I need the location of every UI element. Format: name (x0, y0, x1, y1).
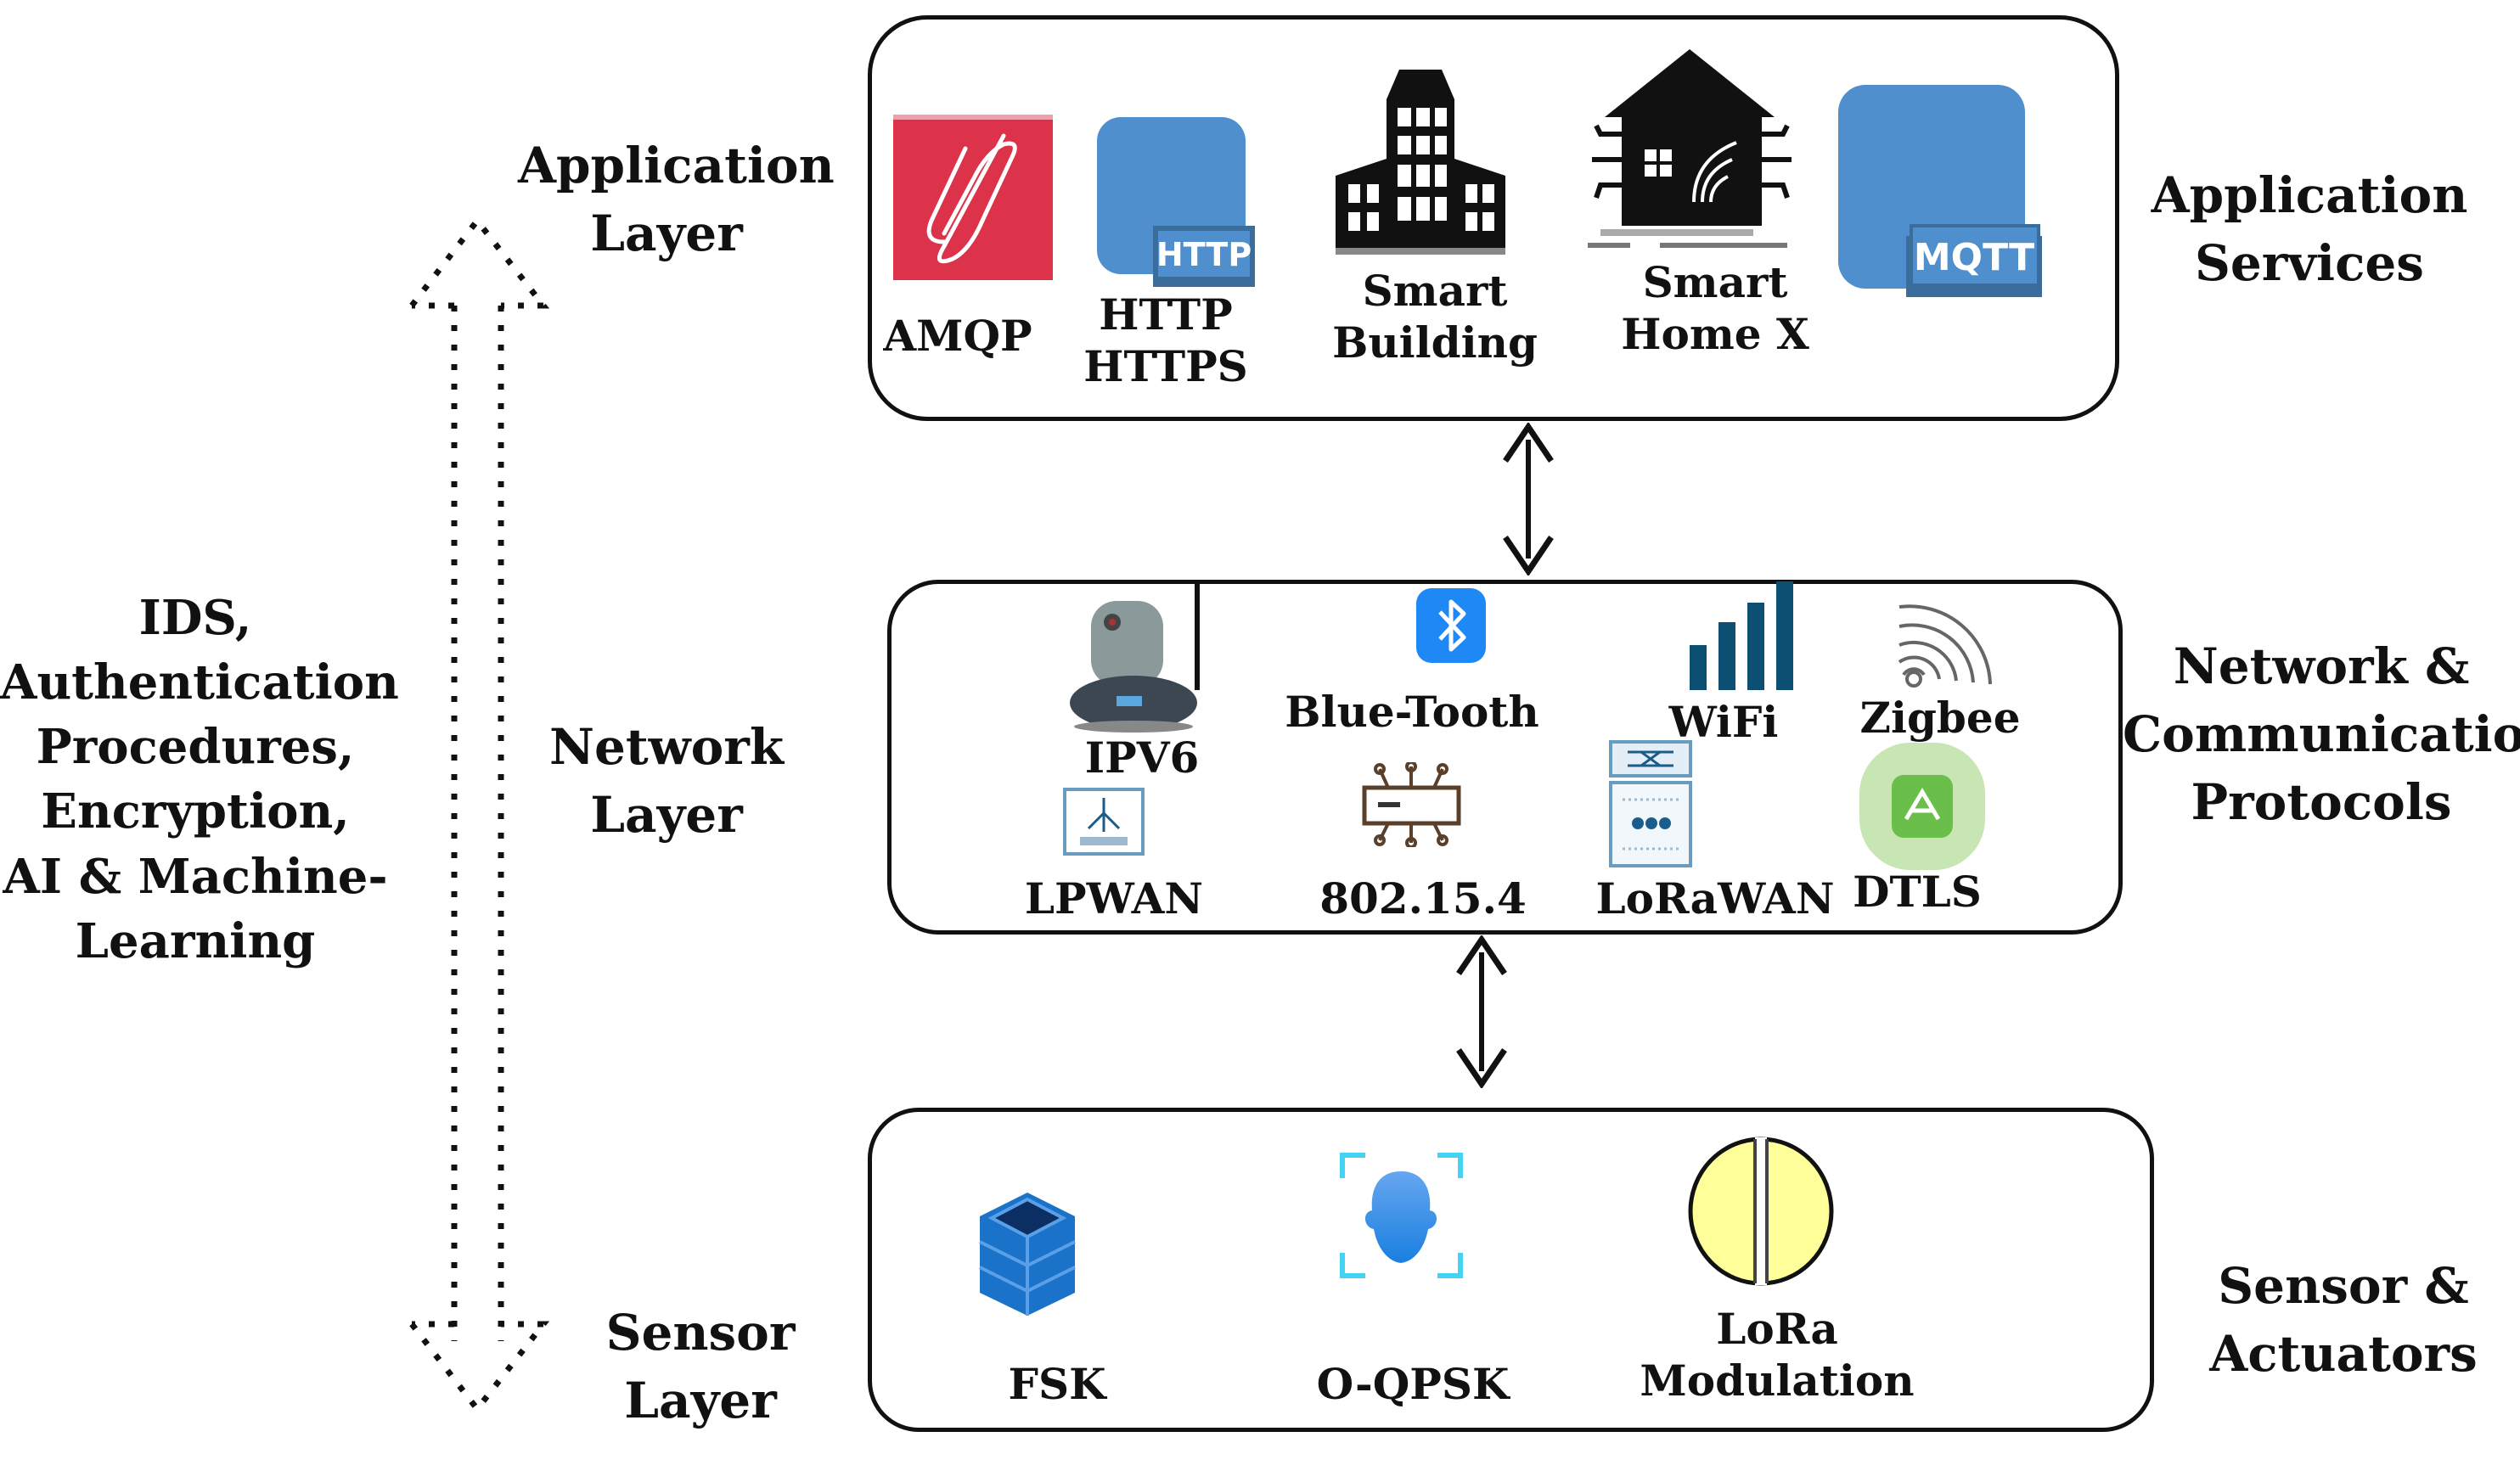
amqp-icon (893, 115, 1053, 280)
right-label-line: Services (2195, 234, 2424, 293)
security-line: Procedures, (36, 719, 355, 776)
oqpsk-label: O-QPSK (1317, 1358, 1510, 1410)
security-measures-label: IDS, Authentication Procedures, Encrypti… (0, 586, 399, 974)
mqtt-icon: MQTT (1838, 85, 2042, 297)
fsk-label: FSK (1008, 1358, 1105, 1410)
chip-icon (1362, 762, 1461, 847)
layer-label-line: Layer (590, 786, 743, 845)
right-label-line: Protocols (2191, 773, 2452, 832)
right-label-line: Sensor & (2218, 1257, 2469, 1315)
right-label-line: Application (2151, 166, 2468, 224)
ip-camera-icon (1070, 584, 1200, 733)
lora-modulation-icon (1688, 1137, 1834, 1286)
amqp-label: AMQP (883, 310, 1032, 362)
lorawan-label: LoRaWAN (1595, 873, 1835, 923)
http-icon: HTTP (1097, 117, 1255, 287)
application-services-label: Application Services (2131, 161, 2488, 297)
smart-home-label: Smart Home X (1621, 256, 1809, 360)
sensor-layer-label: Sensor Layer (577, 1299, 824, 1434)
layer-label-line: Sensor (605, 1304, 796, 1361)
right-label-line: Communication (2123, 705, 2520, 764)
bidirectional-arrow-icon (1503, 423, 1554, 575)
zigbee-signal-icon (1898, 604, 1992, 688)
right-label-line: Network & (2173, 637, 2470, 695)
security-line: IDS, (138, 590, 252, 646)
802-15-4-label: 802.15.4 (1319, 873, 1527, 923)
http-label: HTTP HTTPS (1083, 289, 1248, 392)
bluetooth-label: Blue-Tooth (1285, 687, 1539, 737)
item-label-line: HTTP (1099, 289, 1233, 340)
network-layer-label: Network Layer (518, 713, 815, 849)
security-line: Encryption, (41, 783, 350, 840)
dtls-label: DTLS (1853, 867, 1982, 917)
sensor-actuators-label: Sensor & Actuators (2174, 1252, 2513, 1388)
lpwan-icon (1063, 788, 1145, 856)
bluetooth-icon (1416, 588, 1486, 663)
item-label-line: LoRa (1716, 1304, 1838, 1354)
smart-building-label: Smart Building (1332, 265, 1538, 368)
dotted-double-arrow-icon (409, 216, 550, 1414)
ipv6-label: IPV6 (1084, 733, 1200, 783)
security-line: AI & Machine- (3, 848, 388, 905)
item-label-line: Smart (1362, 266, 1508, 316)
network-protocols-label: Network & Communication Protocols (2123, 632, 2520, 836)
application-layer-label: Application Layer (518, 132, 835, 267)
fsk-cube-stack-icon (979, 1193, 1076, 1316)
item-label-line: O-QPSK (1316, 1359, 1510, 1409)
layer-label-line: Layer (590, 205, 743, 263)
item-label-line: Modulation (1640, 1356, 1915, 1406)
smart-home-icon (1588, 49, 1792, 248)
item-label-line: Building (1332, 317, 1538, 368)
lora-modulation-label: LoRa Modulation (1640, 1303, 1914, 1406)
item-label-line: AMQP (883, 311, 1032, 361)
sensor-layer-box (868, 1108, 2154, 1432)
security-line: Learning (75, 912, 316, 969)
smart-building-icon (1336, 70, 1505, 255)
item-label-line: Home X (1621, 309, 1809, 359)
lpwan-label: LPWAN (1024, 873, 1204, 923)
oqpsk-face-scan-icon (1340, 1153, 1463, 1278)
layer-label-line: Network (548, 718, 785, 776)
http-badge-text: HTTP (1156, 236, 1252, 273)
mqtt-badge-text: MQTT (1914, 236, 2034, 279)
item-label-line: FSK (1008, 1359, 1106, 1409)
zigbee-label: Zigbee (1859, 693, 2021, 743)
right-label-line: Actuators (2209, 1325, 2478, 1384)
lorawan-icon (1609, 740, 1692, 867)
item-label-line: HTTPS (1083, 341, 1248, 391)
bidirectional-arrow-icon (1456, 935, 1507, 1088)
dtls-icon (1859, 743, 1985, 870)
layer-label-line: Application (518, 137, 835, 194)
wifi-label: WiFi (1668, 697, 1779, 747)
security-line: Authentication (0, 654, 399, 711)
wifi-signal-icon (1690, 581, 1793, 690)
layer-label-line: Layer (624, 1372, 777, 1430)
item-label-line: Smart (1642, 257, 1788, 307)
